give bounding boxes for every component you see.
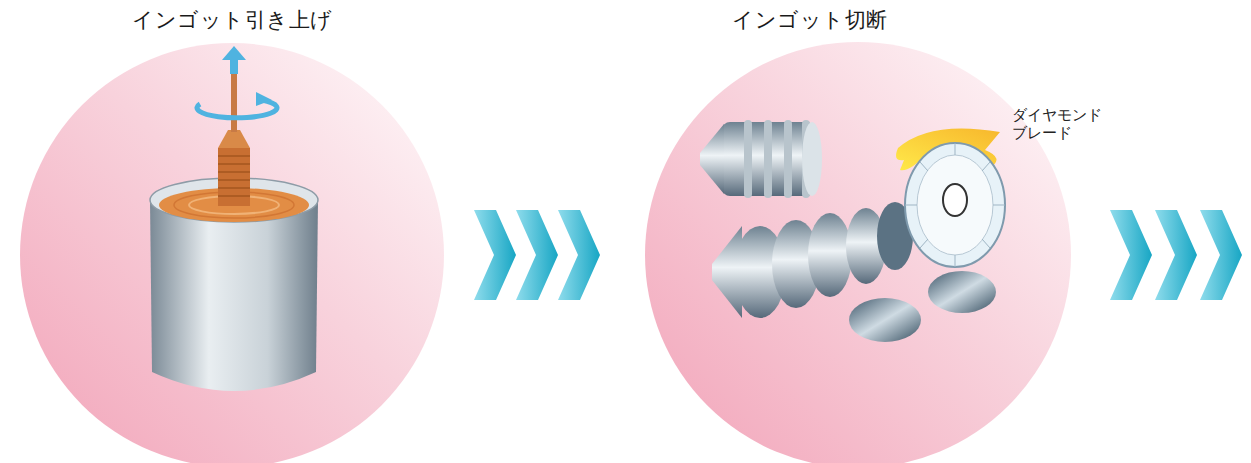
step-circle [645,40,1075,463]
step-title: インゴット引き上げ [20,6,445,34]
process-step: インゴット引き上げ [20,0,445,463]
rotation-arrow [197,92,277,118]
step-circle [20,40,445,463]
pulled-ingot [218,72,250,206]
whole-ingot [700,120,822,198]
step-title: インゴット切断 [645,6,975,34]
diamond-blade [896,128,1005,267]
flow-chevrons [474,210,600,300]
crucible [150,178,318,391]
sliced-ingot [712,202,913,318]
next-step-chevrons [1110,210,1242,300]
process-step: インゴット切断 [645,0,1075,463]
pull-up-arrow [222,46,246,74]
part-label: ダイヤモンド ブレード [1012,106,1112,142]
wafers [849,271,996,342]
